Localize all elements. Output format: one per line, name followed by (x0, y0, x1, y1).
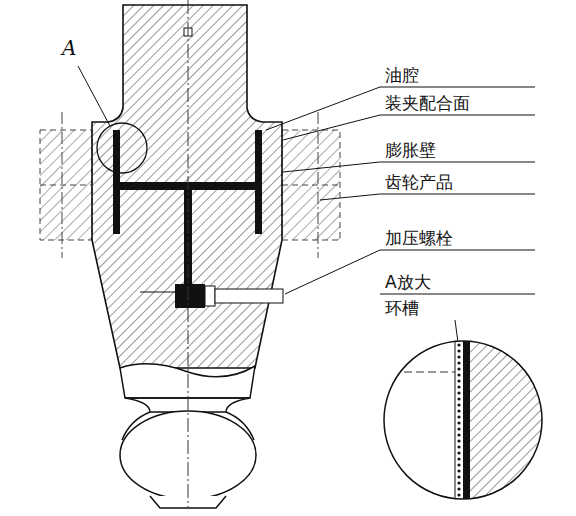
ring-groove-dot (457, 475, 460, 478)
pressure-bolt (140, 284, 283, 308)
ring-groove-dot (457, 343, 460, 346)
ring-groove-dot (457, 367, 460, 370)
ring-groove-dot (457, 385, 460, 388)
ring-groove-dot (457, 379, 460, 382)
ring-groove-dot (457, 355, 460, 358)
part-label: A放大 (385, 272, 431, 292)
part-label: 加压螺栓 (385, 228, 453, 248)
part-label: 环槽 (385, 298, 419, 318)
ring-groove-dot (457, 493, 460, 496)
ring-groove-dot (457, 409, 460, 412)
ring-groove-dot (457, 349, 460, 352)
ring-groove-dot (457, 427, 460, 430)
ring-groove-dot (457, 487, 460, 490)
ring-groove-dot (457, 469, 460, 472)
ring-groove-dot (457, 403, 460, 406)
leader-lines (78, 66, 535, 350)
ring-groove-dot (457, 451, 460, 454)
center-axis (188, 0, 189, 508)
ring-groove-dot (457, 463, 460, 466)
ring-groove-dot (457, 421, 460, 424)
ring-groove-dot (457, 397, 460, 400)
part-label: 油腔 (385, 65, 419, 85)
part-label: 齿轮产品 (385, 172, 453, 192)
ring-groove-dot (457, 445, 460, 448)
mandrel-body (92, 5, 282, 368)
detail-circle (97, 123, 147, 173)
ring-groove-dot (457, 415, 460, 418)
ring-groove-dot (457, 361, 460, 364)
part-label: 装夹配合面 (385, 93, 470, 113)
ring-groove-dot (457, 433, 460, 436)
enlarged-view (380, 330, 570, 510)
ring-groove-dot (457, 457, 460, 460)
ring-groove-dot (457, 439, 460, 442)
ring-groove-dot (457, 481, 460, 484)
ring-groove-dot (457, 373, 460, 376)
ring-groove-dot (457, 391, 460, 394)
detail-letter: A (62, 38, 76, 58)
part-label: 膨胀壁 (385, 140, 436, 160)
